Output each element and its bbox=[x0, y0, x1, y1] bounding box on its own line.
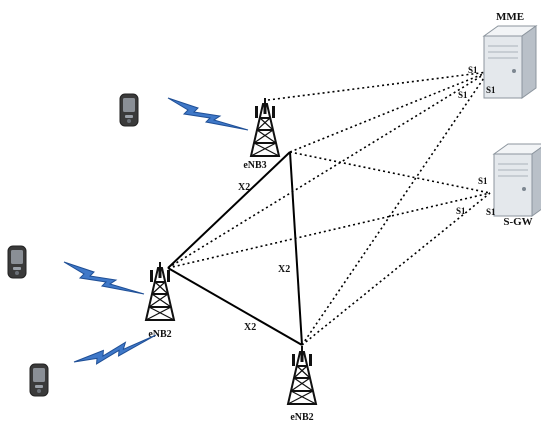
s1-link-enb2-bottom-sgw bbox=[301, 192, 491, 346]
x2-label: X2 bbox=[238, 182, 250, 193]
wireless-signal-icon bbox=[73, 310, 157, 388]
sgw-server-icon bbox=[493, 143, 541, 217]
s1-label: S1 bbox=[478, 176, 488, 186]
sgw-label: S-GW bbox=[503, 216, 532, 228]
wireless-signal-icon bbox=[63, 261, 145, 295]
mobile-phone-icon bbox=[119, 93, 139, 127]
mobile-phone-icon bbox=[7, 245, 27, 279]
enb3-tower-icon bbox=[250, 97, 280, 157]
s1-link-enb3-top-mme bbox=[267, 71, 489, 101]
s1-label: S1 bbox=[468, 65, 478, 75]
enb2-bottom-tower-icon bbox=[287, 345, 317, 405]
s1-link-enb2-left-mme bbox=[167, 71, 489, 269]
enb2-left-tower-icon bbox=[145, 261, 175, 321]
x2-link-enb3-enb2-left bbox=[167, 151, 291, 269]
s1-link-enb3-mme bbox=[289, 71, 489, 153]
s1-label: S1 bbox=[486, 207, 496, 217]
s1-link-enb2-bottom-mme bbox=[301, 71, 489, 346]
x2-label: X2 bbox=[244, 322, 256, 333]
mme-label: MME bbox=[496, 11, 524, 23]
enb2-bottom-label: eNB2 bbox=[290, 412, 313, 423]
x2-label: X2 bbox=[278, 264, 290, 275]
s1-label: S1 bbox=[458, 90, 468, 100]
x2-link-enb3-enb2-bottom bbox=[289, 151, 303, 346]
s1-label: S1 bbox=[486, 85, 496, 95]
wireless-signal-icon bbox=[167, 97, 249, 131]
mobile-phone-icon bbox=[29, 363, 49, 397]
enb3-label: eNB3 bbox=[243, 160, 266, 171]
x2-link-enb2-left-enb2-bottom bbox=[167, 267, 303, 346]
s1-link-enb2-left-sgw bbox=[167, 192, 491, 269]
s1-link-enb3-sgw bbox=[289, 151, 491, 194]
s1-label: S1 bbox=[456, 206, 466, 216]
enb2-left-label: eNB2 bbox=[148, 329, 171, 340]
